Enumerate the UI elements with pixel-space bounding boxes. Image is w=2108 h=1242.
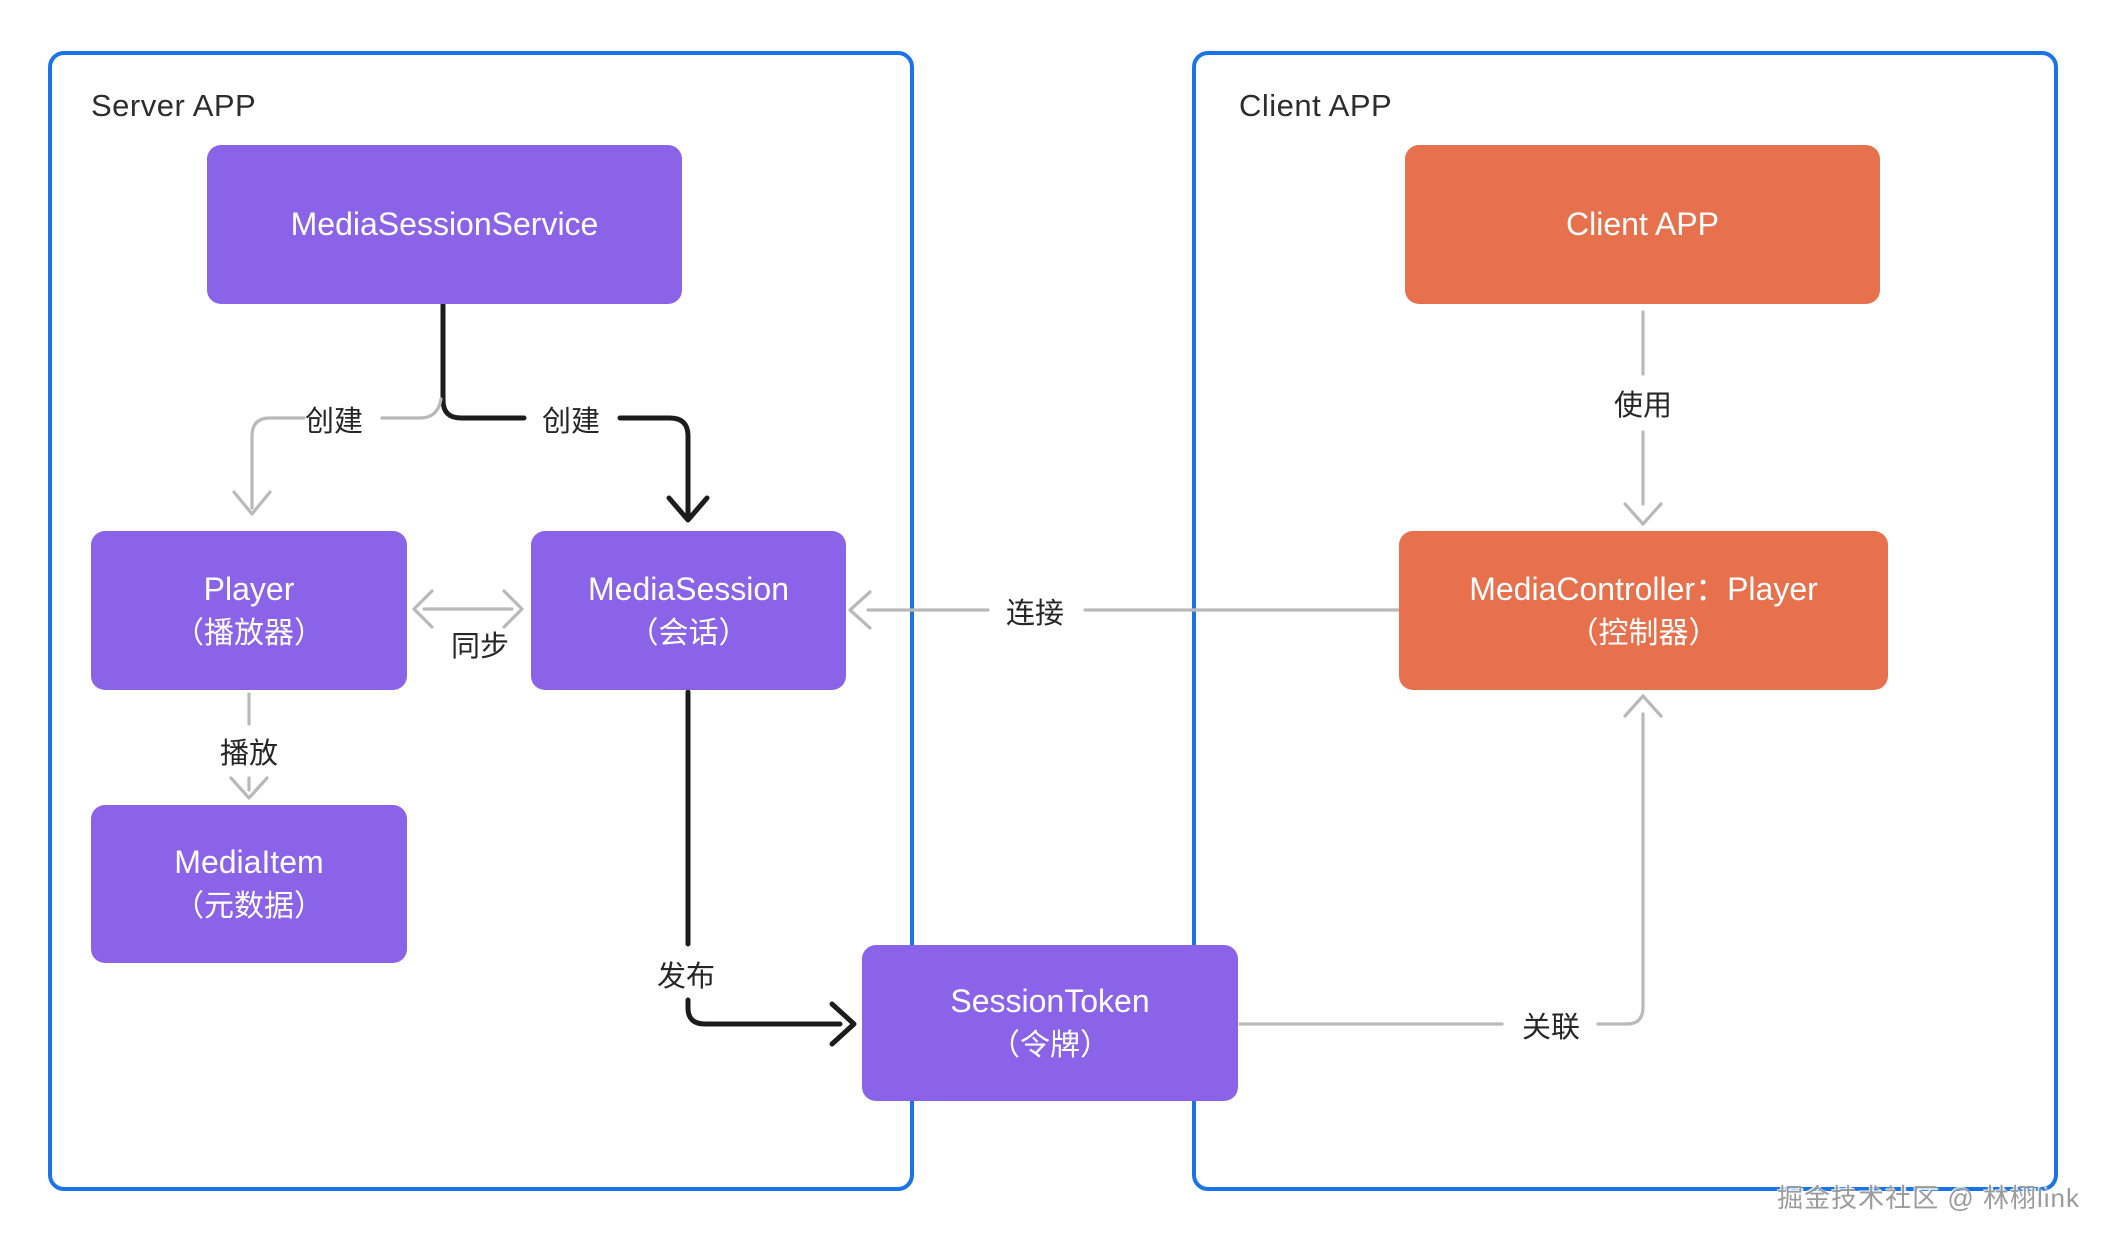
edge-label-publish: 发布 bbox=[656, 961, 716, 993]
edge-create-mediasession-arrowhead bbox=[666, 495, 710, 523]
node-session-token-label: SessionToken bbox=[950, 983, 1150, 1020]
edge-label-connect: 连接 bbox=[1005, 598, 1065, 630]
node-session-token-sublabel: （令牌） bbox=[990, 1029, 1110, 1063]
edge-create-player-segment1 bbox=[380, 397, 443, 420]
edge-create-mediasession-segment2 bbox=[617, 415, 691, 517]
node-media-item-label: MediaItem bbox=[174, 844, 324, 881]
node-media-session-service-label: MediaSessionService bbox=[290, 206, 599, 243]
node-media-item-sublabel: （元数据） bbox=[174, 890, 324, 924]
edge-label-use: 使用 bbox=[1613, 390, 1673, 422]
edge-associate-segment2 bbox=[1596, 712, 1645, 1026]
edge-sync-arrowhead-left bbox=[412, 589, 434, 629]
edge-associate-arrowhead bbox=[1623, 694, 1663, 718]
node-player: Player （播放器） bbox=[91, 531, 407, 690]
edge-use-arrowhead bbox=[1623, 502, 1663, 526]
edge-create-player-segment2 bbox=[250, 416, 306, 510]
node-media-item: MediaItem （元数据） bbox=[91, 805, 407, 963]
edge-sync-arrowhead-right bbox=[502, 589, 524, 629]
edge-publish-segment2 bbox=[685, 997, 843, 1027]
client-app-container-label: Client APP bbox=[1239, 88, 1393, 123]
node-media-session: MediaSession （会话） bbox=[531, 531, 846, 690]
node-client-app: Client APP bbox=[1405, 145, 1880, 304]
edge-publish-arrowhead bbox=[829, 1001, 857, 1047]
edge-label-create-left: 创建 bbox=[304, 406, 364, 438]
edge-label-play: 播放 bbox=[219, 738, 279, 770]
node-player-label: Player bbox=[203, 570, 295, 607]
node-media-session-service: MediaSessionService bbox=[207, 145, 682, 304]
client-app-container bbox=[1192, 51, 2058, 1191]
node-client-app-label: Client APP bbox=[1566, 206, 1719, 243]
edge-create-mediasession-segment1 bbox=[440, 302, 527, 421]
edge-label-create-right: 创建 bbox=[541, 406, 601, 438]
edge-create-player-arrowhead bbox=[232, 490, 272, 516]
node-player-sublabel: （播放器） bbox=[174, 616, 324, 650]
node-media-controller: MediaController：Player （控制器） bbox=[1399, 531, 1888, 690]
server-app-container bbox=[48, 51, 914, 1191]
edge-label-sync: 同步 bbox=[450, 631, 510, 663]
node-media-controller-label: MediaController：Player bbox=[1469, 570, 1818, 607]
node-media-session-sublabel: （会话） bbox=[628, 616, 749, 650]
edge-label-associate: 关联 bbox=[1521, 1012, 1581, 1044]
watermark-text: 掘金技术社区 @ 林栩link bbox=[1777, 1183, 2080, 1213]
node-media-controller-sublabel: （控制器） bbox=[1568, 616, 1719, 650]
edge-connect-arrowhead bbox=[848, 590, 872, 630]
node-session-token: SessionToken （令牌） bbox=[862, 945, 1238, 1101]
edge-play-arrowhead bbox=[229, 776, 269, 800]
server-app-container-label: Server APP bbox=[91, 88, 257, 123]
node-media-session-label: MediaSession bbox=[588, 570, 789, 607]
